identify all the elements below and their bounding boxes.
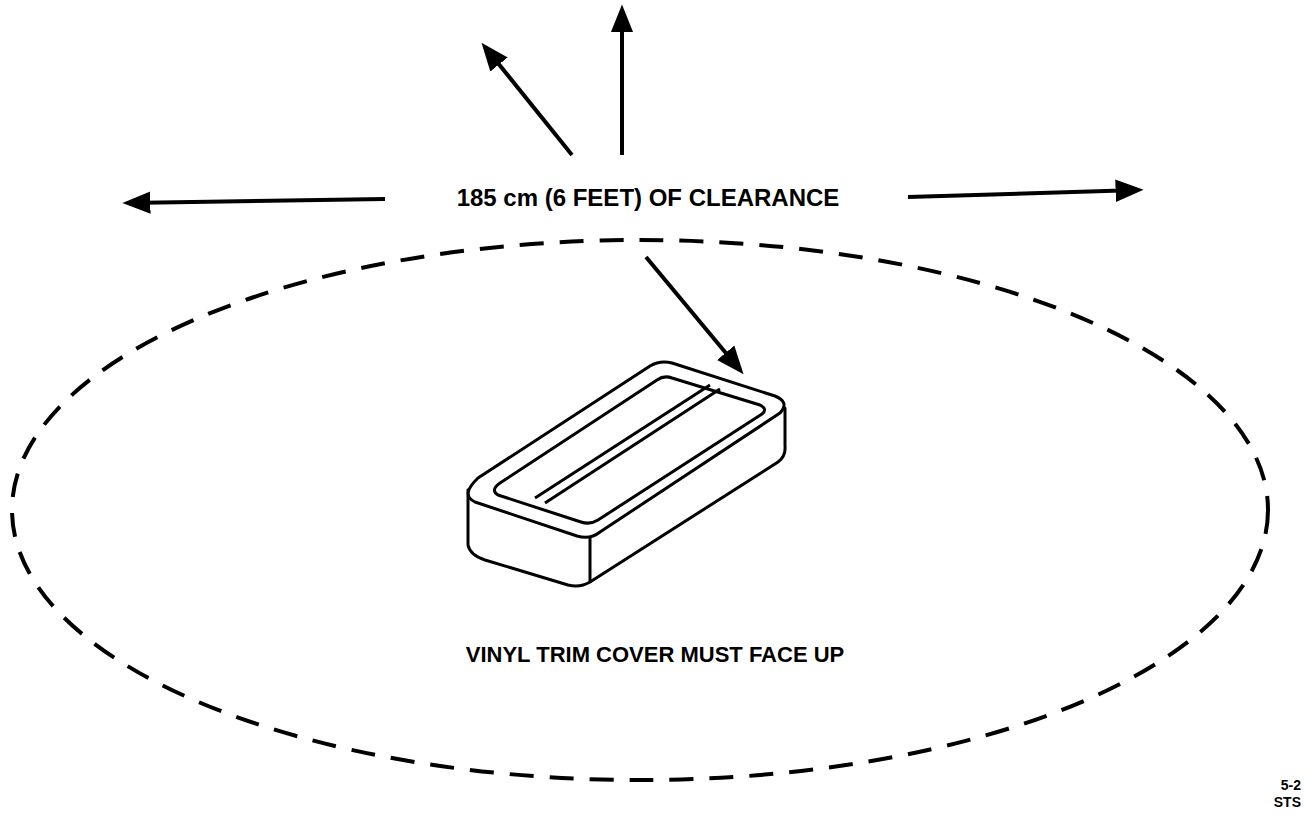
up-arrow xyxy=(620,10,624,155)
orientation-note: VINYL TRIM COVER MUST FACE UP xyxy=(463,643,848,667)
cushion-edge xyxy=(589,538,592,582)
clearance-arrows xyxy=(128,10,1138,370)
left-arrow xyxy=(128,199,385,203)
up-left-arrow xyxy=(485,47,572,155)
right-arrow xyxy=(908,190,1138,197)
down-right-arrow xyxy=(646,257,740,370)
cover-seam xyxy=(535,385,710,498)
vinyl-trim-cover xyxy=(494,377,764,523)
cover-seam xyxy=(545,389,720,503)
figure-number: 5-2 xyxy=(1278,778,1304,793)
clearance-note: 185 cm (6 FEET) OF CLEARANCE xyxy=(454,185,843,211)
source-code: STS xyxy=(1271,795,1304,810)
cushion-top xyxy=(468,362,784,537)
cushion-figure xyxy=(468,362,785,586)
clearance-boundary xyxy=(12,240,1268,780)
